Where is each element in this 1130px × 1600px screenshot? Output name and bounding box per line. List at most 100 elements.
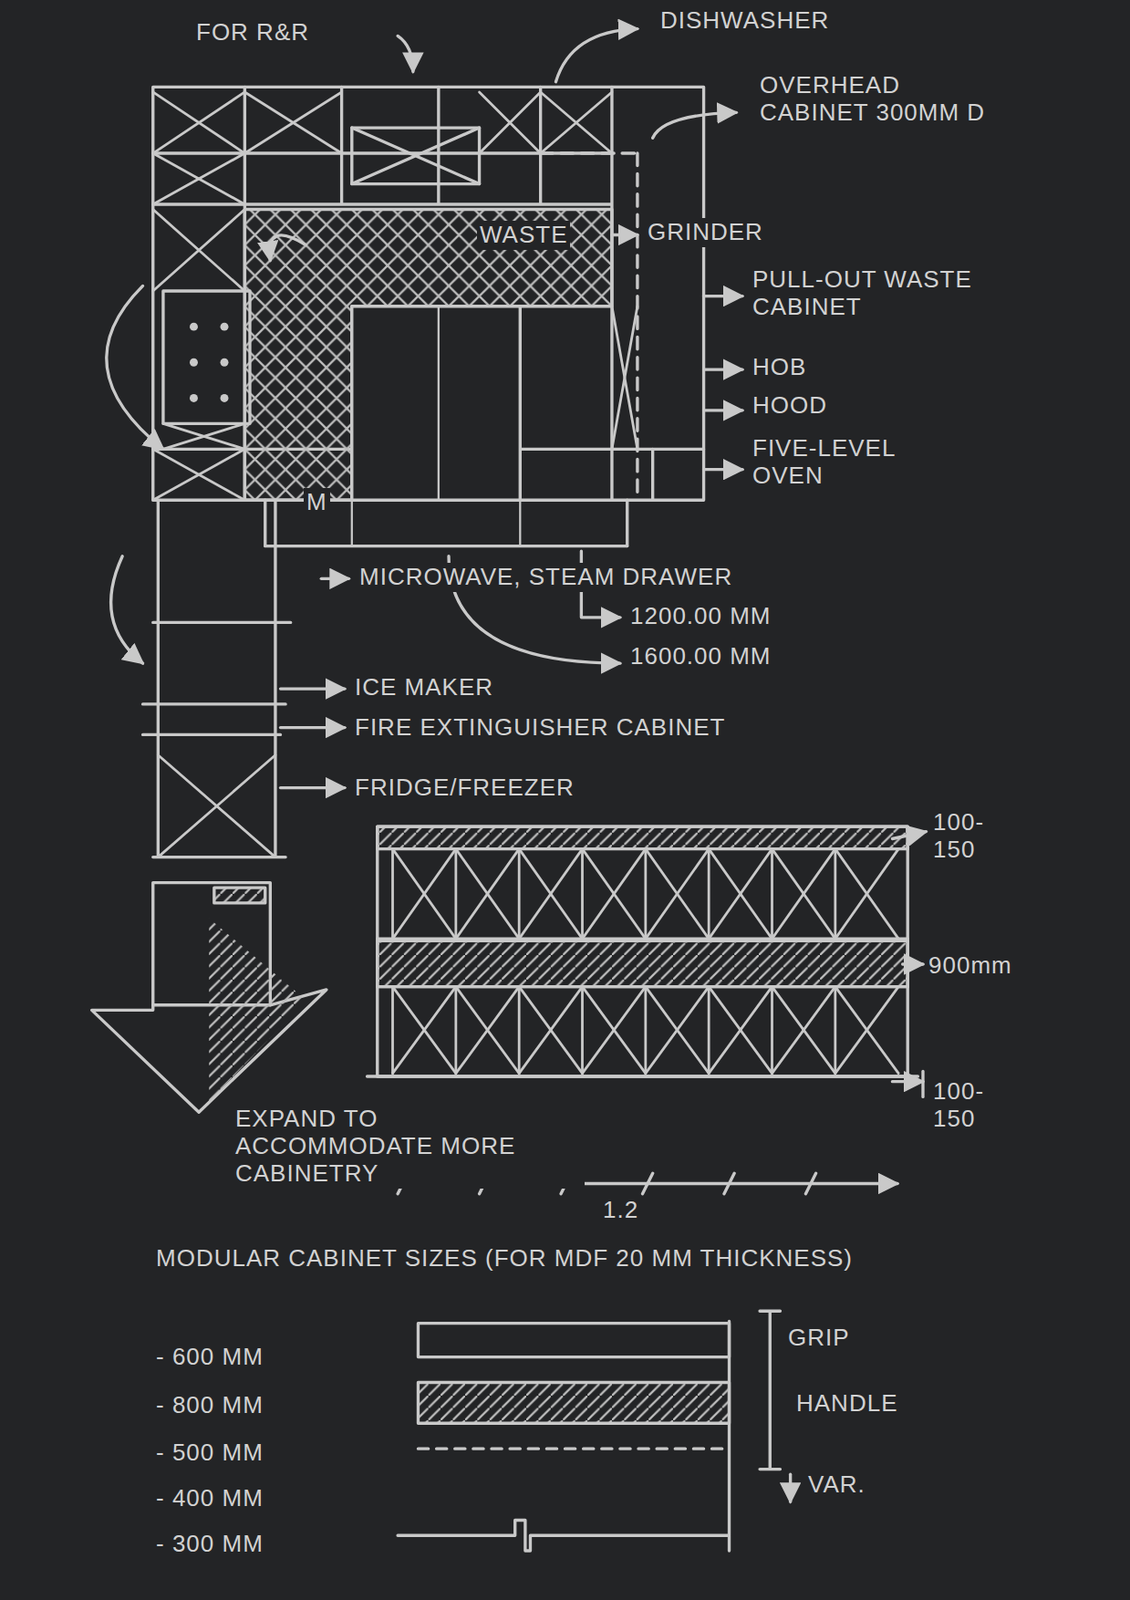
cabinet-cross xyxy=(479,92,541,154)
cabinet-cross xyxy=(707,986,711,1074)
sketch-label: 1200.00 MM xyxy=(627,601,775,632)
sketch-label: HOOD xyxy=(749,391,830,421)
sketch-label: FIVE-LEVEL OVEN xyxy=(749,434,947,491)
cabinet-cross xyxy=(708,849,772,939)
sketch-label: HANDLE xyxy=(793,1389,901,1419)
cabinet-cross xyxy=(393,986,457,1074)
cabinet-cross xyxy=(540,92,612,154)
cabinet-cross xyxy=(835,849,899,939)
leaders xyxy=(106,29,743,788)
cabinet-cross xyxy=(456,986,519,1074)
cabinet-cross xyxy=(393,849,457,939)
sketch-label: - 400 MM xyxy=(153,1483,267,1514)
sketch-label: GRINDER xyxy=(644,217,767,248)
sketch-label: - 800 MM xyxy=(153,1390,267,1421)
cabinet-cross xyxy=(518,986,521,1074)
cabinet-cross xyxy=(163,423,245,449)
sketch-label: - 500 MM xyxy=(153,1438,267,1468)
cabinet-cross xyxy=(163,423,245,449)
cabinet-cross xyxy=(454,849,457,939)
cabinet-cross xyxy=(153,209,246,291)
cabinet-cross xyxy=(708,986,772,1074)
sketch-label: MODULAR CABINET SIZES (FOR MDF 20 MM THI… xyxy=(153,1244,880,1274)
sketch-label: HOB xyxy=(749,352,809,383)
cabinet-cross xyxy=(582,986,646,1074)
cabinet-cross xyxy=(772,849,836,939)
cabinet-crosses xyxy=(153,92,899,1074)
sketch-label: PULL-OUT WASTE CABINET xyxy=(749,265,1057,322)
cabinet-cross xyxy=(479,92,541,154)
cabinet-cross xyxy=(772,849,836,939)
cabinet-cross xyxy=(645,986,709,1074)
sketch-label: FRIDGE/FREEZER xyxy=(352,773,578,803)
sketch-label: GRIP xyxy=(785,1323,853,1353)
cabinet-cross xyxy=(244,92,342,154)
cabinet-cross xyxy=(540,92,612,154)
cabinet-cross xyxy=(582,849,646,939)
sketch-label: OVERHEAD CABINET 300MM D xyxy=(756,71,1000,128)
cabinet-cross xyxy=(645,849,709,939)
sketch-label: VAR. xyxy=(805,1470,869,1500)
cabinet-cross xyxy=(518,986,582,1074)
cabinet-cross xyxy=(772,986,836,1074)
cabinet-cross xyxy=(153,153,246,205)
cabinet-cross xyxy=(611,306,638,450)
cabinet-cross xyxy=(393,986,457,1074)
cabinet-cross xyxy=(708,849,772,939)
cabinet-cross xyxy=(611,306,638,450)
cabinet-cross xyxy=(643,986,647,1074)
cabinet-cross xyxy=(157,755,276,858)
cabinet-cross xyxy=(835,986,899,1074)
cabinet-cross xyxy=(153,92,246,154)
cabinet-cross xyxy=(833,849,837,939)
sketch-label: - 600 MM xyxy=(153,1342,267,1372)
sketch-label: FOR R&R xyxy=(193,18,312,48)
sketch-label: ICE MAKER xyxy=(352,673,497,703)
cabinet-cross xyxy=(393,849,457,939)
cabinet-cross xyxy=(582,986,646,1074)
cabinet-cross xyxy=(708,986,772,1074)
sketch-label: M xyxy=(303,487,331,518)
sketch-label: 100-150 xyxy=(930,1077,1023,1134)
sketch-label: DISHWASHER xyxy=(657,6,832,36)
cabinet-cross xyxy=(153,153,246,205)
sketch-label: WASTE xyxy=(476,220,571,250)
cabinet-cross xyxy=(518,849,582,939)
cabinet-cross xyxy=(518,849,521,939)
sketch-label: 900mm xyxy=(925,951,1016,981)
cabinet-cross xyxy=(835,849,899,939)
cabinet-cross xyxy=(580,986,584,1074)
plan xyxy=(153,86,705,546)
cabinet-cross xyxy=(707,849,711,939)
cabinet-cross xyxy=(582,849,646,939)
sketch-label: MICROWAVE, STEAM DRAWER xyxy=(356,562,736,592)
cabinet-cross xyxy=(835,986,899,1074)
cabinet-cross xyxy=(153,209,246,291)
cabinet-cross xyxy=(456,849,519,939)
cabinet-cross xyxy=(518,986,582,1074)
cabinet-cross xyxy=(645,849,709,939)
cabinet-cross xyxy=(391,849,394,939)
cabinet-cross xyxy=(456,849,519,939)
handle-detail xyxy=(397,1310,791,1551)
cabinet-cross xyxy=(645,986,709,1074)
cabinet-cross xyxy=(153,92,246,154)
cabinet-cross xyxy=(580,849,584,939)
cabinet-cross xyxy=(454,986,457,1074)
sketch-label: - 300 MM xyxy=(153,1529,267,1559)
sketch-label: 1.2 xyxy=(600,1195,642,1225)
cabinet-cross xyxy=(153,448,246,500)
cabinet-cross xyxy=(157,755,276,858)
cabinet-cross xyxy=(244,92,342,154)
cabinet-cross xyxy=(518,849,582,939)
cabinet-cross xyxy=(772,986,836,1074)
cabinet-cross xyxy=(770,849,774,939)
sketch-label: 1600.00 MM xyxy=(627,642,775,672)
sketch-label: EXPAND TO ACCOMMODATE MORE CABINETRY xyxy=(232,1104,585,1189)
cabinet-cross xyxy=(833,986,837,1074)
extension xyxy=(92,499,327,1112)
sketch-label: FIRE EXTINGUISHER CABINET xyxy=(352,713,728,743)
cabinet-cross xyxy=(770,986,774,1074)
cabinet-cross xyxy=(456,986,519,1074)
cabinet-cross xyxy=(391,986,394,1074)
